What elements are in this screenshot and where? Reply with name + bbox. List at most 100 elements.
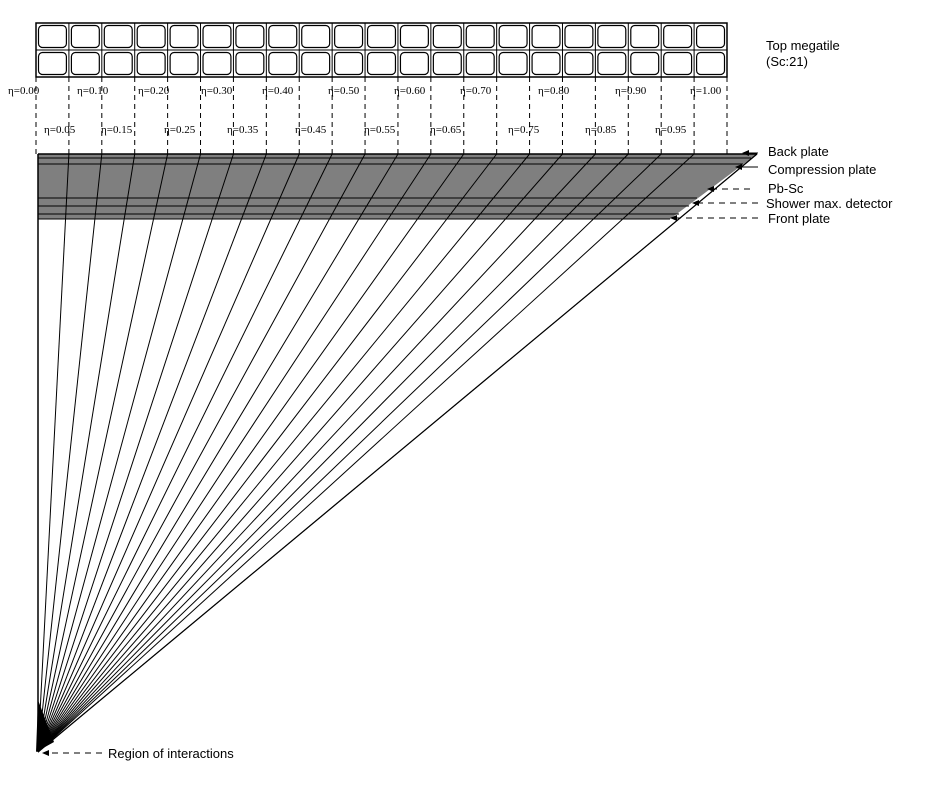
eta-tower-line <box>37 153 267 753</box>
eta-tower-line <box>37 153 399 753</box>
megatile-tile <box>432 24 462 49</box>
eta-tower-line <box>37 153 498 753</box>
megatile-tile <box>498 51 528 76</box>
eta-dashed-guides <box>35 77 728 154</box>
megatile-tile <box>695 51 726 76</box>
eta-tower-line <box>37 153 530 753</box>
megatile-tile <box>663 51 693 76</box>
megatile-tile <box>103 24 133 49</box>
megatile-tile <box>498 24 528 49</box>
megatile-title: Top megatile <box>766 38 840 53</box>
shower-max-arrow-head <box>692 200 699 206</box>
eta-label-bottom: η=0.65 <box>430 124 462 136</box>
megatile-tile <box>103 51 133 76</box>
megatile-tile <box>136 51 166 76</box>
front-plate-arrow-head <box>670 215 677 221</box>
megatile-grid <box>35 22 728 78</box>
eta-tower-line <box>37 153 202 753</box>
eta-tower-line <box>37 153 103 753</box>
megatile-tile <box>432 51 462 76</box>
back-plate-label: Back plate <box>768 144 829 159</box>
megatile-tile <box>169 51 199 76</box>
megatile-tile <box>630 51 660 76</box>
shower-max-label: Shower max. detector <box>766 196 893 211</box>
eta-tower-line <box>37 153 234 753</box>
megatile-tile <box>202 51 232 76</box>
back-plate-arrow-head <box>742 150 749 156</box>
eta-label-bottom: η=0.05 <box>44 124 76 136</box>
eta-label-bottom: η=0.45 <box>295 124 327 136</box>
eta-label-bottom: η=0.95 <box>655 124 687 136</box>
megatile-tile <box>531 51 561 76</box>
eta-label-top: η=0.40 <box>262 85 294 97</box>
megatile-tile <box>235 24 265 49</box>
eta-label-top: η=0.50 <box>328 85 360 97</box>
eta-tower-line <box>37 153 70 753</box>
eta-tower-line <box>37 153 563 753</box>
megatile-tile <box>630 24 660 49</box>
megatile-tile <box>465 51 495 76</box>
eta-tower-line <box>37 153 333 753</box>
origin-annotation: Region of interactions <box>42 746 234 761</box>
megatile-tile <box>597 24 627 49</box>
megatile-tile <box>268 24 298 49</box>
megatile-tile <box>37 24 68 49</box>
eta-tower-line <box>37 153 366 753</box>
megatile-tile <box>465 24 495 49</box>
eta-tower-line <box>37 153 662 753</box>
megatile-tile <box>366 24 397 49</box>
layer-labels: Back plate Compression plate Pb-Sc Showe… <box>670 144 893 226</box>
eta-tower-line <box>37 153 695 753</box>
megatile-tile <box>399 51 429 76</box>
eta-label-top: η=0.30 <box>201 85 233 97</box>
megatile-tile <box>695 24 726 49</box>
megatile-tile <box>334 51 364 76</box>
eta-label-bottom: η=0.25 <box>164 124 196 136</box>
megatile-tile <box>70 51 100 76</box>
eta-label-top: η=1.00 <box>690 85 722 97</box>
megatile-tile <box>136 24 166 49</box>
megatile-tile <box>399 24 429 49</box>
eta-tower-line <box>37 153 432 753</box>
megatile-tile <box>37 51 68 76</box>
eta-tower-lines <box>37 153 758 753</box>
origin-arrow-head <box>42 750 49 756</box>
origin-label: Region of interactions <box>108 746 234 761</box>
compression-plate-label: Compression plate <box>768 162 876 177</box>
eta-tower-line <box>37 153 629 753</box>
eta-tower-line <box>37 153 300 753</box>
megatile-tile <box>564 51 594 76</box>
eta-edge-line <box>37 153 758 753</box>
megatile-tile <box>366 51 397 76</box>
eta-label-top: η=0.20 <box>138 85 170 97</box>
eta-label-top: η=0.00 <box>8 85 40 97</box>
megatile-tile <box>202 24 232 49</box>
eta-label-bottom: η=0.55 <box>364 124 396 136</box>
eta-label-top: η=0.90 <box>615 85 647 97</box>
megatile-tile <box>301 51 331 76</box>
megatile-tile <box>301 24 331 49</box>
eta-tower-line <box>37 153 136 753</box>
megatile-subtitle: (Sc:21) <box>766 54 808 69</box>
megatile-tile <box>531 24 561 49</box>
eta-tower-line <box>37 153 465 753</box>
megatile-tile <box>169 24 199 49</box>
eta-label-top: η=0.70 <box>460 85 492 97</box>
megatile-tile <box>564 24 594 49</box>
eta-label-top: η=0.60 <box>394 85 426 97</box>
region-of-interactions-marker <box>36 700 54 752</box>
megatile-tile <box>70 24 100 49</box>
front-plate-label: Front plate <box>768 211 830 226</box>
eta-label-bottom: η=0.85 <box>585 124 617 136</box>
eta-tower-line <box>37 153 169 753</box>
eta-labels-top-row: η=0.00 η=0.10 η=0.20 η=0.30 η=0.40 η=0.50 η=0.… <box>8 85 722 97</box>
compression-plate-arrow-head <box>735 164 742 170</box>
eta-label-top: η=0.10 <box>77 85 109 97</box>
megatile-tile <box>334 24 364 49</box>
eta-tower-line <box>37 153 596 753</box>
eta-label-bottom: η=0.75 <box>508 124 540 136</box>
megatile-tile <box>268 51 298 76</box>
eta-label-bottom: η=0.35 <box>227 124 259 136</box>
megatile-tile <box>663 24 693 49</box>
calorimeter-band <box>38 153 757 220</box>
